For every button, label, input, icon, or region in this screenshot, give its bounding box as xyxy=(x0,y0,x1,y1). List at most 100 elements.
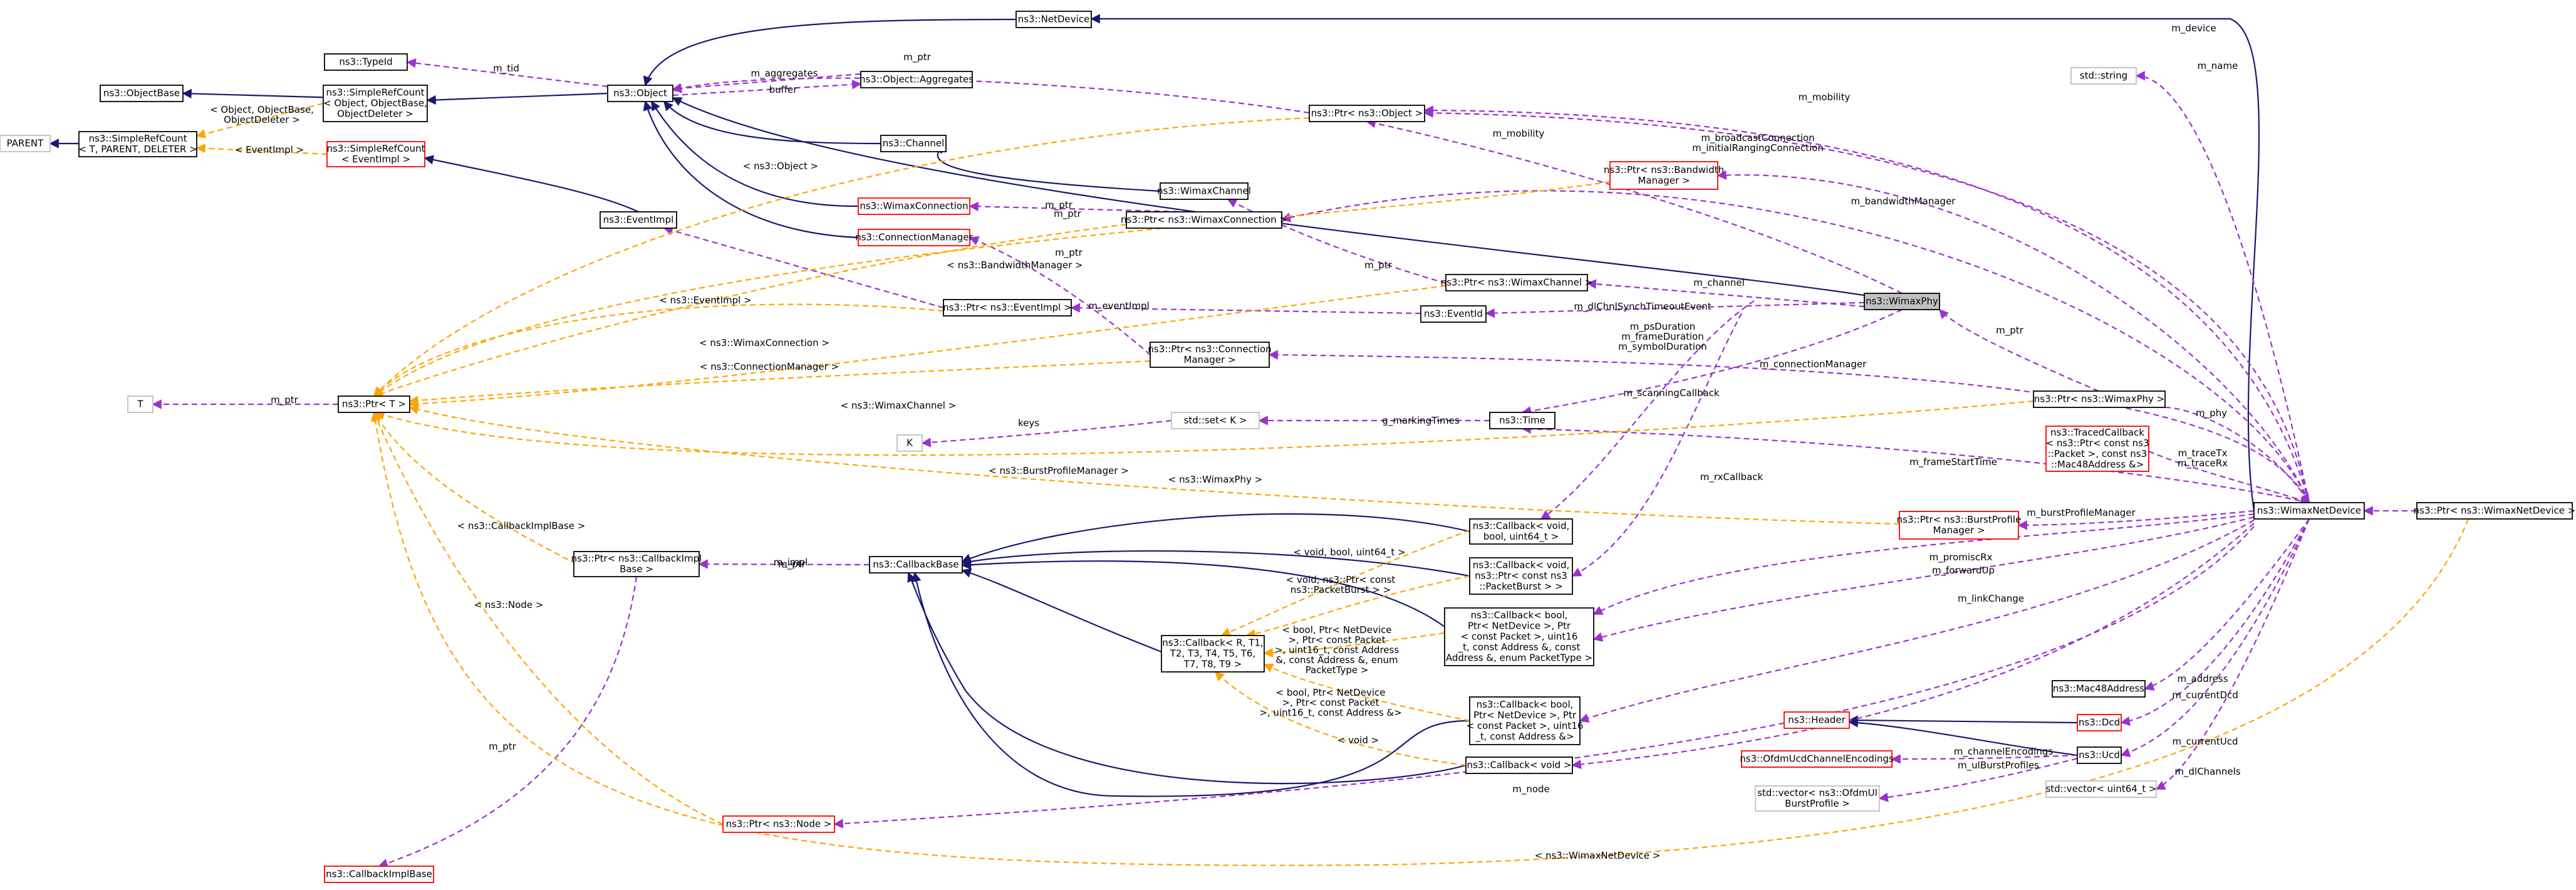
diagram-edge xyxy=(375,400,2034,456)
class-node-label: ns3::SimpleRefCount xyxy=(326,87,425,98)
diagram-edge xyxy=(373,303,944,397)
class-node-objectbase[interactable]: ns3::ObjectBase xyxy=(100,85,184,102)
class-node-header[interactable]: ns3::Header xyxy=(1784,711,1850,729)
class-node-wimaxconnection[interactable]: ns3::WimaxConnection xyxy=(858,197,970,215)
diagram-edge xyxy=(698,559,870,569)
diagram-edge xyxy=(1540,300,1755,520)
class-node-typeid[interactable]: ns3::TypeId xyxy=(324,53,408,71)
class-node-ptrbwmgr[interactable]: ns3::Ptr< ns3::BandwidthManager > xyxy=(1604,161,1724,190)
class-node-cbbool2[interactable]: ns3::Callback< bool,Ptr< NetDevice >, Pt… xyxy=(1467,696,1584,745)
class-node-ptrnode[interactable]: ns3::Ptr< ns3::Node > xyxy=(722,815,835,833)
diagram-edge xyxy=(643,100,859,239)
class-node-eventid[interactable]: ns3::EventId xyxy=(1420,305,1487,323)
class-node-callbackimplbase[interactable]: ns3::CallbackImplBase xyxy=(324,866,434,883)
class-node-label: ::PacketBurst > > xyxy=(1479,581,1563,592)
class-node-netdevice[interactable]: ns3::NetDevice xyxy=(1015,11,1092,28)
class-node-box xyxy=(2052,680,2146,698)
class-node-box xyxy=(1755,785,1880,812)
edge-label: m_currentDcd xyxy=(2172,689,2238,701)
class-node-box xyxy=(600,211,677,229)
class-node-label: std::vector< ns3::OfdmUl xyxy=(1757,787,1877,798)
class-node-label: Ptr< NetDevice >, Ptr xyxy=(1473,709,1577,721)
diagram-edge xyxy=(1263,632,1445,658)
diagram-edge xyxy=(406,58,608,88)
diagram-edge xyxy=(936,145,1161,192)
diagram-edge xyxy=(195,143,328,155)
class-node-box xyxy=(2045,780,2157,798)
class-node-dcd[interactable]: ns3::Dcd xyxy=(2077,714,2122,731)
diagram-edge xyxy=(663,226,944,309)
class-node-ptrt[interactable]: ns3::Ptr< T > xyxy=(338,395,410,413)
class-node-label: ObjectDeleter > xyxy=(337,108,413,120)
class-node-parent[interactable]: PARENT xyxy=(0,135,51,152)
diagram-edge xyxy=(373,117,1310,397)
class-node-ptrwimaxnetdevice[interactable]: ns3::Ptr< ns3::WimaxNetDevice > xyxy=(2414,502,2576,520)
class-node-callbackbase[interactable]: ns3::CallbackBase xyxy=(869,556,963,573)
class-node-channel[interactable]: ns3::Channel xyxy=(880,135,947,152)
class-node-connectionmanager[interactable]: ns3::ConnectionManager xyxy=(855,229,974,246)
class-node-cbgeneric[interactable]: ns3::Callback< R, T1,T2, T3, T4, T5, T6,… xyxy=(1161,635,1265,673)
class-node-k[interactable]: K xyxy=(896,434,923,452)
class-node-time[interactable]: ns3::Time xyxy=(1489,412,1555,429)
class-node-label: ns3::WimaxConnection xyxy=(860,201,968,212)
class-node-label: ns3::Ptr< T > xyxy=(342,399,406,410)
class-node-box xyxy=(127,395,153,413)
class-node-ptrburstprofile[interactable]: ns3::Ptr< ns3::BurstProfileManager > xyxy=(1897,511,2022,540)
edge-label: < ns3::Node > xyxy=(474,599,544,610)
edge-label: m_ptr xyxy=(489,741,517,753)
class-node-mac48address[interactable]: ns3::Mac48Address xyxy=(2052,680,2146,698)
class-node-vecuint[interactable]: std::vector< uint64_t > xyxy=(2045,780,2157,798)
edge-label: < void > xyxy=(1337,735,1379,746)
diagram-edge xyxy=(1220,529,1470,637)
class-node-ptreventimpl[interactable]: ns3::Ptr< ns3::EventImpl > xyxy=(943,299,1072,317)
class-node-box xyxy=(323,85,428,122)
class-node-cbvoid[interactable]: ns3::Callback< void > xyxy=(1465,757,1573,774)
class-node-label: ns3::TracedCallback xyxy=(2050,427,2144,438)
class-node-label: Manager > xyxy=(1183,354,1235,365)
class-node-label: ns3::Object::Aggregates xyxy=(860,74,974,85)
class-node-src_obj[interactable]: ns3::SimpleRefCount< Object, ObjectBase,… xyxy=(323,85,428,122)
class-node-cbvoidbool[interactable]: ns3::Callback< void,bool, uint64_t > xyxy=(1469,518,1573,545)
class-node-box xyxy=(1465,757,1573,774)
class-node-wimaxchannel[interactable]: ns3::WimaxChannel xyxy=(1157,182,1251,200)
class-node-eventimpl[interactable]: ns3::EventImpl xyxy=(600,211,677,229)
diagram-edge xyxy=(2155,518,2310,790)
class-node-wimaxphy[interactable]: ns3::WimaxPhy xyxy=(1864,293,1940,310)
class-node-label: ns3::Time xyxy=(1499,415,1545,426)
diagram-edge xyxy=(911,572,1470,797)
diagram-edge xyxy=(1245,575,1470,639)
edge-label: m_linkChange xyxy=(1958,593,2024,605)
class-node-src_t[interactable]: ns3::SimpleRefCount< T, PARENT, DELETER … xyxy=(78,131,197,157)
class-node-label: ns3::Ucd xyxy=(2079,750,2120,761)
class-node-ptrwimaxconn[interactable]: ns3::Ptr< ns3::WimaxConnection > xyxy=(1121,211,1287,229)
class-node-ptrwimaxphy[interactable]: ns3::Ptr< ns3::WimaxPhy > xyxy=(2033,390,2166,408)
class-node-label: std::string xyxy=(2080,70,2127,81)
class-node-ptrwimaxchannel[interactable]: ns3::Ptr< ns3::WimaxChannel > xyxy=(1441,274,1593,291)
class-node-stdstring[interactable]: std::string xyxy=(2070,67,2137,85)
class-node-box xyxy=(2070,67,2137,85)
class-node-tracedcallback[interactable]: ns3::TracedCallback< ns3::Ptr< const ns3… xyxy=(2045,426,2149,472)
edge-label: m_scanningCallback xyxy=(1623,387,1720,399)
diagram-edge xyxy=(1263,664,1470,722)
class-node-cbvoidpkt[interactable]: ns3::Callback< void,ns3::Ptr< const ns3:… xyxy=(1469,557,1573,595)
diagram-edge xyxy=(672,80,862,97)
diagram-edge xyxy=(2144,518,2310,691)
class-node-ofdmenc[interactable]: ns3::OfdmUcdChannelEncodings xyxy=(1740,750,1894,768)
class-node-src_ei[interactable]: ns3::SimpleRefCount< EventImpl > xyxy=(326,141,425,167)
class-node-t[interactable]: T xyxy=(127,395,153,413)
diagram-edge xyxy=(969,236,1151,355)
class-node-setk[interactable]: std::set< K > xyxy=(1171,412,1260,429)
class-node-aggregates[interactable]: ns3::Object::Aggregates xyxy=(860,71,974,88)
class-node-wimaxnetdevice[interactable]: ns3::WimaxNetDevice xyxy=(2253,502,2365,520)
diagram-edge xyxy=(2120,518,2310,726)
diagram-edge xyxy=(1070,303,1421,315)
class-node-ptrobject[interactable]: ns3::Ptr< ns3::Object > xyxy=(1309,105,1425,122)
diagram-edge xyxy=(672,77,1310,114)
class-node-ptrcbimpl[interactable]: ns3::Ptr< ns3::CallbackImplBase > xyxy=(571,551,702,577)
diagram-edge xyxy=(1423,105,2310,503)
class-node-ucd[interactable]: ns3::Ucd xyxy=(2077,746,2122,764)
class-node-ptrconnmgr[interactable]: ns3::Ptr< ns3::ConnectionManager > xyxy=(1148,342,1272,368)
class-node-object[interactable]: ns3::Object xyxy=(607,85,673,102)
class-node-cbbool1[interactable]: ns3::Callback< bool,Ptr< NetDevice >, Pt… xyxy=(1444,607,1594,666)
